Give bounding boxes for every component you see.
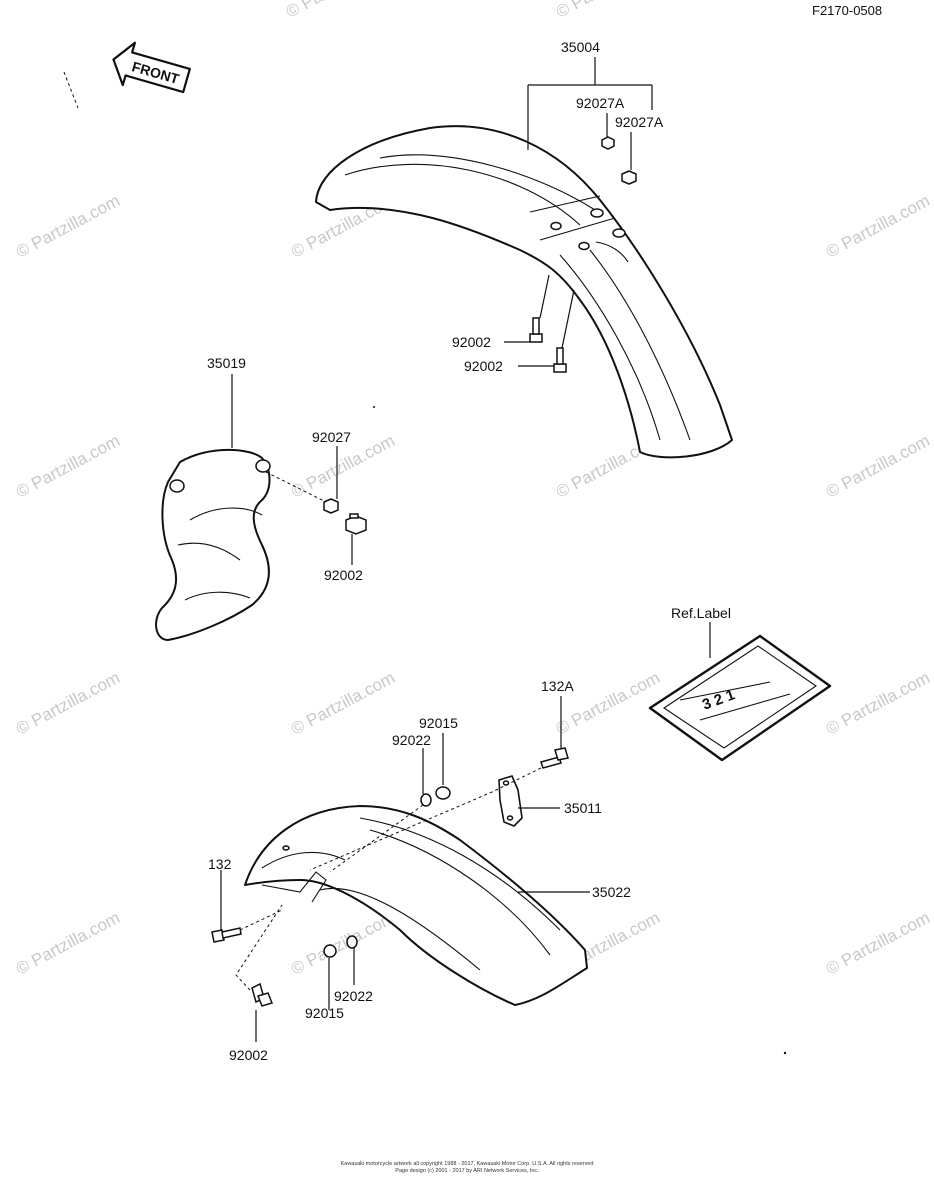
reference-label-plate: 3 2 1: [648, 634, 832, 762]
diagram-code: F2170-0508: [812, 3, 882, 18]
part-label: 132: [208, 856, 232, 872]
watermark: © Partzilla.com: [13, 668, 123, 739]
part-label: 92015: [305, 1005, 344, 1021]
hardware: [211, 136, 637, 1007]
part-label: 35004: [561, 39, 600, 55]
part-label: 92015: [419, 715, 458, 731]
part-label: 92002: [229, 1047, 268, 1063]
part-label: 92002: [324, 567, 363, 583]
part-label: 92027: [312, 429, 351, 445]
part-label: 92022: [334, 988, 373, 1004]
watermark: © Partzilla.com: [288, 668, 398, 739]
speck: [373, 406, 375, 408]
part-label: 35011: [564, 800, 602, 816]
part-label: 92002: [464, 358, 503, 374]
mud-guard: [155, 448, 271, 641]
front-direction-arrow: FRONT: [112, 41, 191, 94]
part-labels: 35004 92027A 92027A 92002 92002 35019 92…: [207, 39, 731, 1063]
footer: Kawasaki motorcycle artwork all copyrigh…: [341, 1161, 594, 1174]
watermark: © Partzilla.com: [13, 431, 123, 502]
part-label: 132A: [541, 678, 574, 694]
part-label: 35019: [207, 355, 246, 371]
part-label: 35022: [592, 884, 631, 900]
watermark: © Partzilla.com: [823, 908, 933, 979]
rear-fender: [244, 805, 588, 1006]
watermark: © Partzilla.com: [553, 0, 663, 22]
speck: [63, 71, 79, 109]
watermark: © Partzilla.com: [13, 191, 123, 262]
watermark: © Partzilla.com: [823, 191, 933, 262]
watermark: © Partzilla.com: [823, 431, 933, 502]
front-fender: [315, 125, 733, 459]
part-label: 92002: [452, 334, 491, 350]
footer-design-line: Page design (c) 2001 - 2017 by ARI Netwo…: [395, 1168, 539, 1174]
part-label: 92027A: [576, 95, 625, 111]
watermark: © Partzilla.com: [13, 908, 123, 979]
footer-copyright-line: Kawasaki motorcycle artwork all copyrigh…: [341, 1161, 594, 1167]
watermark: © Partzilla.com: [823, 668, 933, 739]
bracket: [498, 775, 523, 827]
ref-label-caption: Ref.Label: [671, 605, 731, 621]
part-label: 92022: [392, 732, 431, 748]
leader-lines: [220, 57, 711, 1042]
speck: [783, 1051, 787, 1055]
part-label: 92027A: [615, 114, 664, 130]
watermark: © Partzilla.com: [283, 0, 393, 22]
watermark: © Partzilla.com: [288, 908, 398, 979]
